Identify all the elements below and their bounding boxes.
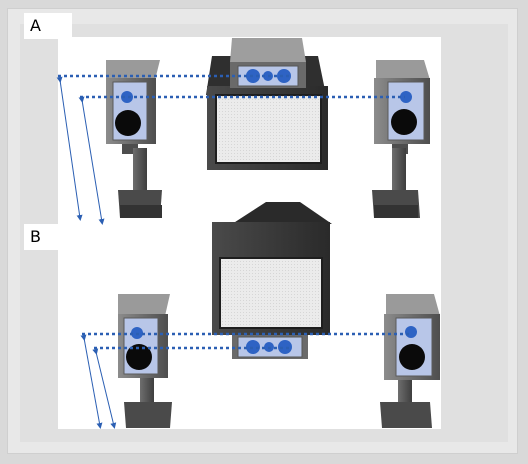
height-arrows-a (56, 76, 105, 225)
label-a-box: A (24, 13, 72, 39)
tv-a (206, 38, 328, 170)
speaker-left-b (118, 294, 172, 428)
guide-lines-b (82, 332, 412, 350)
label-a: A (30, 16, 41, 35)
label-b: B (30, 227, 41, 246)
center-speaker-a (230, 38, 306, 88)
scenario-b (80, 202, 440, 429)
height-arrows-b (80, 334, 117, 429)
tv-b (212, 202, 332, 335)
speaker-right-a (372, 60, 430, 218)
scenario-a (56, 38, 430, 225)
label-b-box: B (24, 224, 72, 250)
guide-lines-a (58, 74, 405, 99)
speaker-left-a (106, 60, 162, 218)
speaker-right-b (380, 294, 440, 428)
